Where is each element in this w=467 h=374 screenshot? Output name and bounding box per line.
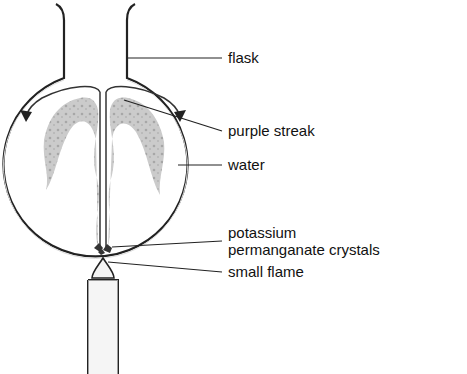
burner-tube [88, 280, 118, 374]
water-surface [3, 80, 187, 258]
purple-streak [20, 87, 186, 250]
crystals [94, 243, 112, 255]
flame [92, 258, 114, 278]
flask-outline [3, 4, 187, 256]
water-label: water [228, 156, 265, 173]
crystals-label: potassium permanganate crystals [228, 224, 388, 258]
flame-label: small flame [228, 263, 304, 280]
leader-line [108, 58, 222, 272]
streak-label: purple streak [228, 122, 315, 139]
flask-label: flask [228, 49, 259, 66]
